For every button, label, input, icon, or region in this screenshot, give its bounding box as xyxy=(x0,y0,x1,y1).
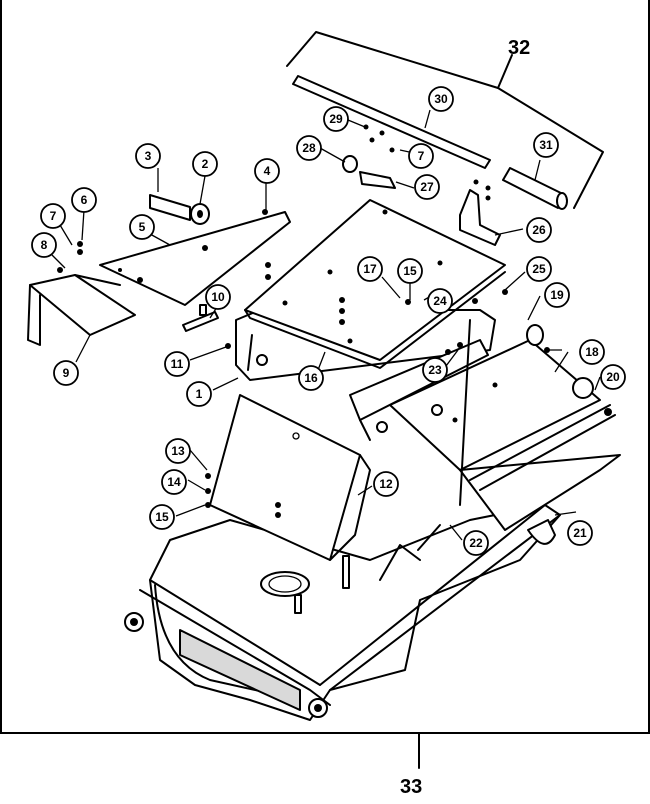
callout-10: 10 xyxy=(205,284,231,310)
sleeve-31 xyxy=(502,167,568,210)
svg-text:11: 11 xyxy=(171,357,184,371)
mower-deck xyxy=(124,504,561,721)
callout-21: 21 xyxy=(567,520,593,546)
bracket-26 xyxy=(459,189,501,246)
svg-text:16: 16 xyxy=(304,371,318,385)
callout-6: 6 xyxy=(71,187,97,213)
leader-lines xyxy=(51,109,601,541)
callout-15b: 15 xyxy=(397,258,423,284)
svg-text:24: 24 xyxy=(433,294,447,308)
group-32-bracket xyxy=(286,31,604,209)
right-plate-18 xyxy=(389,339,621,531)
callout-28: 28 xyxy=(296,135,322,161)
svg-text:23: 23 xyxy=(428,363,442,377)
svg-text:25: 25 xyxy=(532,262,546,276)
bracket-27 xyxy=(342,155,396,189)
svg-text:6: 6 xyxy=(81,193,88,207)
callout-13: 13 xyxy=(165,438,191,464)
assembly-label-overall: 33 xyxy=(400,776,422,798)
callout-31: 31 xyxy=(533,132,559,158)
svg-text:13: 13 xyxy=(171,444,185,458)
callout-17: 17 xyxy=(357,256,383,282)
svg-text:29: 29 xyxy=(329,112,343,126)
callout-5: 5 xyxy=(129,214,155,240)
callout-16: 16 xyxy=(298,365,324,391)
svg-text:4: 4 xyxy=(264,164,271,178)
callout-11: 11 xyxy=(164,351,190,377)
diagram-frame xyxy=(0,0,650,769)
callout-29: 29 xyxy=(323,106,349,132)
shaft-30 xyxy=(292,75,491,169)
callout-27: 27 xyxy=(414,174,440,200)
svg-text:15: 15 xyxy=(155,510,169,524)
callout-25: 25 xyxy=(526,256,552,282)
svg-text:2: 2 xyxy=(202,157,209,171)
svg-text:27: 27 xyxy=(420,180,434,194)
svg-text:20: 20 xyxy=(606,370,620,384)
svg-text:31: 31 xyxy=(539,138,553,152)
callout-2: 2 xyxy=(192,151,218,177)
svg-text:5: 5 xyxy=(139,220,146,234)
svg-text:12: 12 xyxy=(379,477,393,491)
callout-14: 14 xyxy=(161,469,187,495)
callout-23: 23 xyxy=(422,357,448,383)
callout-12: 12 xyxy=(373,471,399,497)
callout-22: 22 xyxy=(463,530,489,556)
svg-text:8: 8 xyxy=(41,238,48,252)
svg-text:18: 18 xyxy=(585,345,599,359)
svg-text:1: 1 xyxy=(196,387,203,401)
assembly-label-group: 32 xyxy=(508,37,530,59)
bracket-5 xyxy=(99,211,291,306)
callout-9: 9 xyxy=(53,360,79,386)
bolt-10 xyxy=(182,304,219,332)
callout-19: 19 xyxy=(544,282,570,308)
svg-text:30: 30 xyxy=(434,92,448,106)
svg-text:9: 9 xyxy=(63,366,70,380)
callout-1: 1 xyxy=(186,381,212,407)
svg-text:7: 7 xyxy=(50,209,57,223)
callout-8: 8 xyxy=(31,232,57,258)
callout-3: 3 xyxy=(135,143,161,169)
callout-20: 20 xyxy=(600,364,626,390)
callout-4: 4 xyxy=(254,158,280,184)
callout-7a: 7 xyxy=(40,203,66,229)
svg-text:15: 15 xyxy=(403,264,417,278)
callout-15a: 15 xyxy=(149,504,175,530)
svg-text:17: 17 xyxy=(363,262,377,276)
svg-text:26: 26 xyxy=(532,223,546,237)
svg-text:3: 3 xyxy=(145,149,152,163)
svg-text:21: 21 xyxy=(573,526,587,540)
svg-text:10: 10 xyxy=(211,290,225,304)
callout-7b: 7 xyxy=(408,143,434,169)
spacer-2 xyxy=(149,194,210,225)
svg-text:19: 19 xyxy=(550,288,564,302)
callout-18: 18 xyxy=(579,339,605,365)
plate-9 xyxy=(27,274,136,346)
hardware-fasteners xyxy=(57,124,612,508)
svg-text:14: 14 xyxy=(167,475,181,489)
svg-text:7: 7 xyxy=(418,149,425,163)
svg-text:28: 28 xyxy=(302,141,316,155)
callout-26: 26 xyxy=(526,217,552,243)
center-plate-12 xyxy=(209,394,371,561)
callout-24: 24 xyxy=(427,288,453,314)
callout-30: 30 xyxy=(428,86,454,112)
svg-text:22: 22 xyxy=(469,536,483,550)
